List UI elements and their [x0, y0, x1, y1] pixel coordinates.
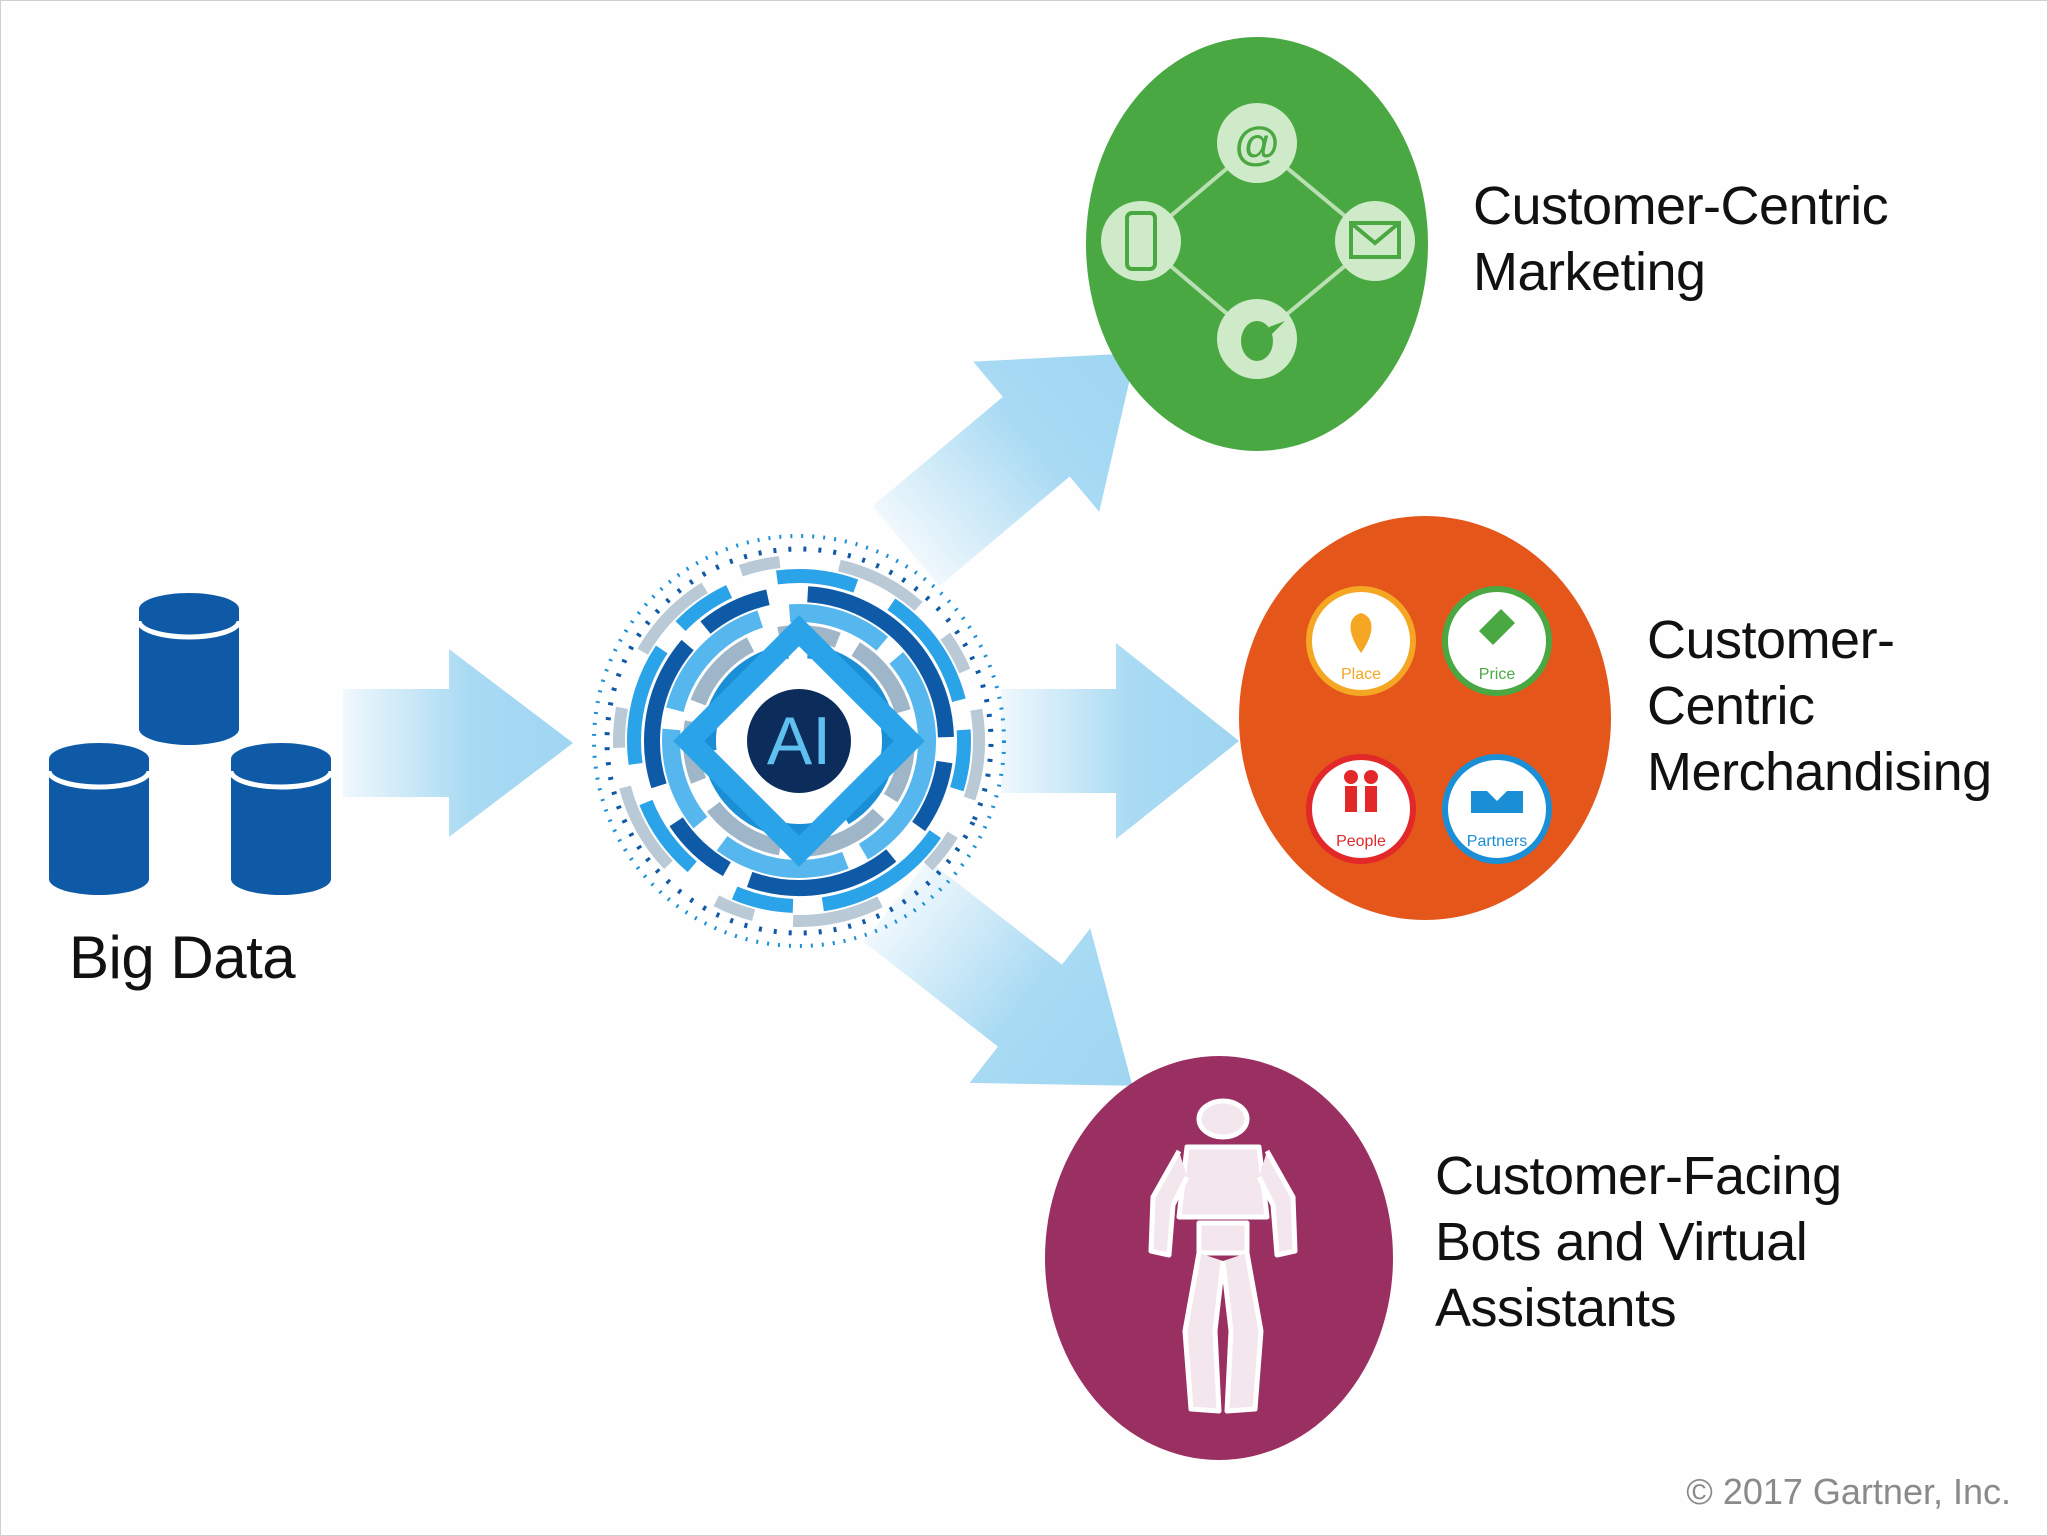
arrow-to-marketing: [872, 353, 1136, 586]
marketing-label-line: Customer-Centric: [1473, 176, 1889, 236]
people-icon: People: [1306, 754, 1416, 864]
marketing-circle: @: [1086, 37, 1428, 451]
database-icon: [228, 743, 334, 895]
database-icon-group: [46, 593, 334, 895]
output-label-marketing: Customer-Centric Marketing: [1473, 173, 1889, 305]
partners-icon: Partners: [1442, 754, 1552, 864]
ai-label: AI: [766, 703, 832, 779]
ai-ring-graphic: [592, 534, 1006, 948]
database-icon: [136, 593, 242, 745]
marketing-label-line: Marketing: [1473, 242, 1706, 302]
output-label-bots: Customer-Facing Bots and Virtual Assista…: [1435, 1143, 1842, 1341]
price-icon: Price: [1442, 586, 1552, 696]
big-data-label: Big Data: [69, 924, 296, 991]
svg-text:People: People: [1336, 833, 1386, 850]
svg-text:Place: Place: [1341, 666, 1381, 683]
merchandising-circle: Place Price People Partners: [1239, 516, 1611, 920]
envelope-icon: [1335, 201, 1415, 281]
merchandising-label-line: Merchandising: [1647, 742, 1992, 802]
at-sign-icon: @: [1217, 103, 1297, 183]
svg-text:Partners: Partners: [1467, 833, 1527, 850]
output-label-merchandising: Customer- Centric Merchandising: [1647, 607, 1992, 805]
database-icon: [46, 743, 152, 895]
merchandising-label-line: Centric: [1647, 676, 1815, 736]
robot-icon: [1148, 1098, 1298, 1414]
bots-circle: [1045, 1056, 1393, 1460]
phone-icon: [1101, 201, 1181, 281]
bots-label-line: Customer-Facing: [1435, 1146, 1842, 1206]
copyright-footer: © 2017 Gartner, Inc.: [1686, 1471, 2011, 1512]
merchandising-label-line: Customer-: [1647, 610, 1895, 670]
bots-label-line: Assistants: [1435, 1278, 1677, 1338]
bots-label-line: Bots and Virtual: [1435, 1212, 1808, 1272]
svg-text:@: @: [1235, 117, 1280, 169]
svg-text:Price: Price: [1479, 666, 1516, 683]
bird-icon: [1217, 299, 1297, 379]
place-icon: Place: [1306, 586, 1416, 696]
arrow-to-merchandising: [1001, 643, 1239, 839]
arrow-to-bots: [863, 860, 1133, 1086]
arrow-into-ai: [343, 649, 573, 837]
